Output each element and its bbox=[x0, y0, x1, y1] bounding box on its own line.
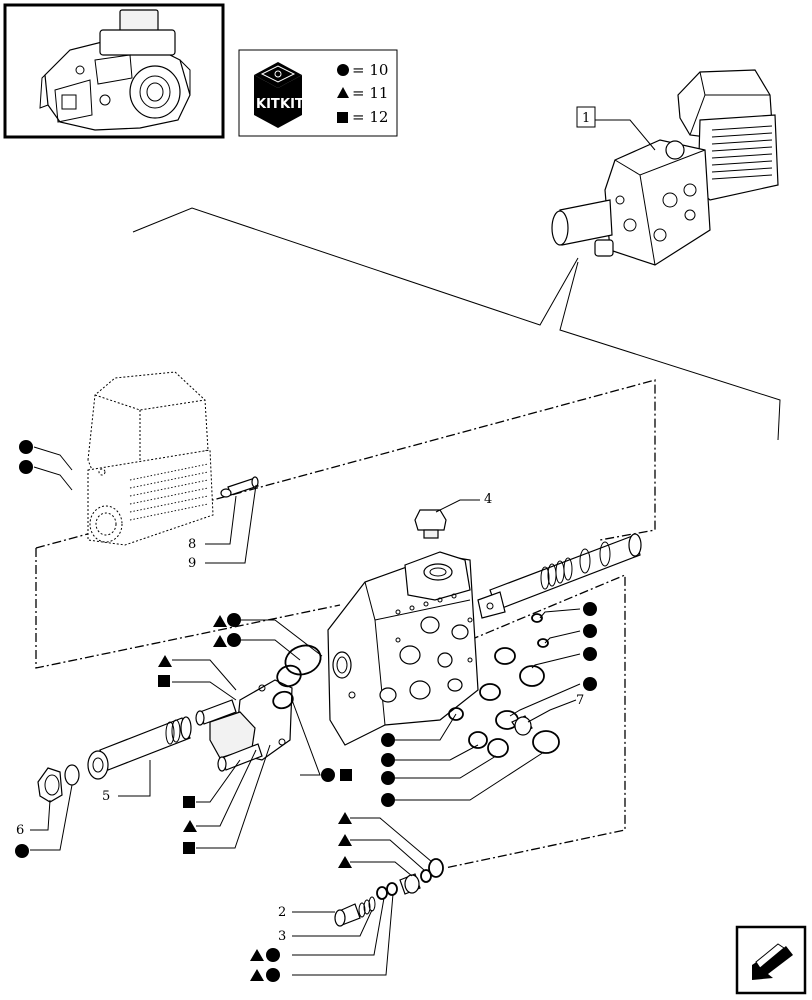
legend-triangle-icon bbox=[337, 87, 349, 98]
assembled-valve-view: 1 bbox=[551, 69, 779, 266]
callout-3: 3 bbox=[278, 929, 286, 944]
thumbnail-frame[interactable] bbox=[3, 3, 225, 139]
spool-cylinder-part-5 bbox=[37, 716, 192, 803]
legend-circle-icon bbox=[337, 64, 349, 76]
assembly-outline bbox=[35, 379, 656, 869]
callout-4: 4 bbox=[484, 492, 492, 507]
kit-legend: KIT KIT = 10 = 11 = 12 bbox=[238, 49, 398, 137]
bolt-part-8 bbox=[220, 476, 259, 498]
reference-number: 1 bbox=[582, 111, 590, 126]
next-page-arrow-icon[interactable] bbox=[735, 925, 807, 995]
spool-assembly bbox=[477, 533, 642, 619]
callout-8: 8 bbox=[188, 537, 196, 552]
callout-9: 9 bbox=[188, 556, 196, 571]
legend-triangle-text: = 11 bbox=[352, 84, 388, 102]
kit-symbols bbox=[15, 440, 597, 982]
o-rings bbox=[272, 613, 560, 758]
legend-square-icon bbox=[337, 112, 348, 123]
kit-label-right: KIT bbox=[280, 97, 304, 112]
transmission-housing-thumbnail bbox=[39, 9, 191, 131]
part-numbers: 8 9 4 5 6 7 2 3 bbox=[16, 492, 584, 944]
kit-label-left: KIT bbox=[256, 97, 280, 112]
legend-square-text: = 12 bbox=[352, 108, 388, 126]
callout-2: 2 bbox=[278, 905, 286, 920]
legend-circle-text: = 10 bbox=[352, 61, 388, 79]
projection-lines bbox=[132, 207, 781, 441]
callout-6: 6 bbox=[16, 823, 24, 838]
kit-cube-icon: KIT KIT bbox=[254, 62, 304, 128]
housing-ghost bbox=[87, 371, 214, 546]
valve-section-body bbox=[327, 551, 479, 746]
reference-box bbox=[576, 106, 596, 128]
plunger-assembly bbox=[334, 858, 444, 927]
callout-5: 5 bbox=[102, 789, 110, 804]
end-cover bbox=[195, 679, 293, 772]
leader-lines bbox=[30, 446, 581, 976]
callout-7: 7 bbox=[576, 693, 584, 708]
plug-part-4 bbox=[414, 509, 447, 539]
